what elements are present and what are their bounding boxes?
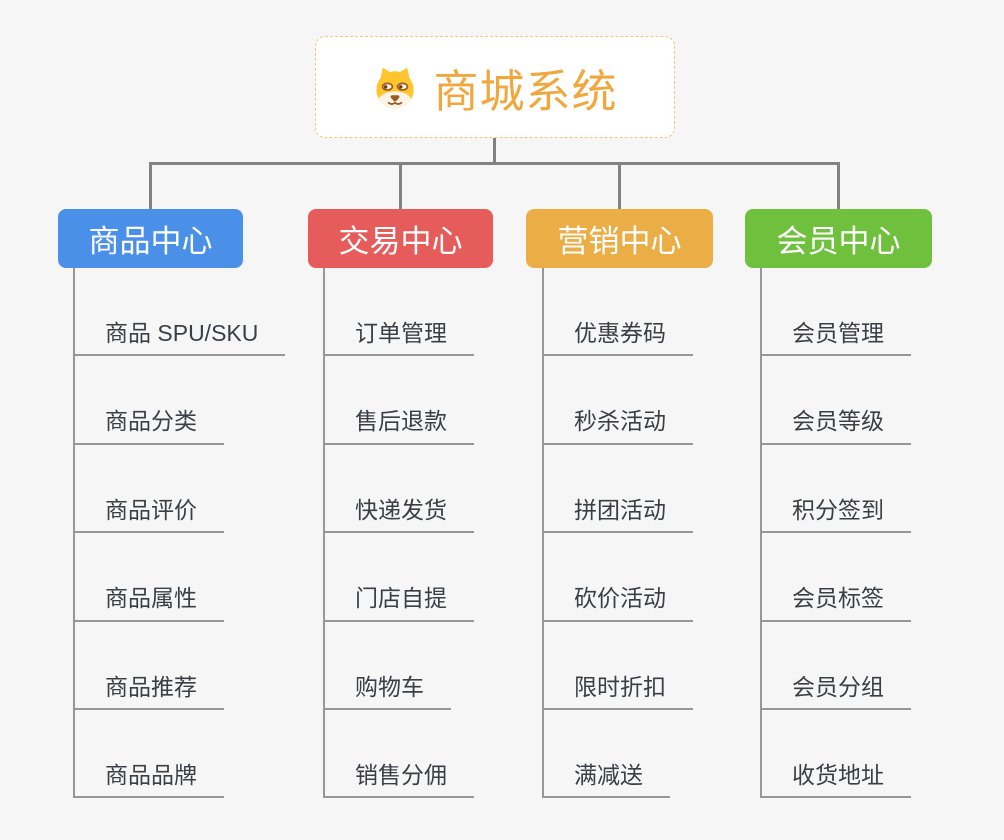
connector-drop-trade-center	[399, 162, 402, 210]
node-item-label: 商品分类	[75, 408, 224, 445]
node-item-label: 门店自提	[325, 585, 474, 622]
branch-header-label: 商品中心	[88, 224, 213, 259]
node-item-label: 商品 SPU/SKU	[75, 320, 286, 357]
node-item[interactable]: 会员等级	[762, 356, 911, 445]
node-item[interactable]: 订单管理	[325, 268, 474, 357]
node-item[interactable]: 收货地址	[762, 710, 911, 799]
node-item-label: 积分签到	[762, 497, 911, 534]
node-item[interactable]: 商品品牌	[75, 710, 285, 799]
node-item[interactable]: 商品 SPU/SKU	[75, 268, 286, 357]
node-item-label: 秒杀活动	[544, 408, 693, 445]
node-item[interactable]: 会员分组	[762, 622, 911, 710]
branch-header-label: 交易中心	[338, 224, 463, 259]
branch-header-marketing-center[interactable]: 营销中心	[526, 209, 713, 268]
node-item-label: 快递发货	[325, 497, 474, 534]
root-title: 商城系统	[433, 65, 618, 117]
branch-list-product-center: 商品 SPU/SKU 商品分类 商品评价 商品属性 商品推荐 商品品牌	[73, 268, 286, 799]
node-item[interactable]: 积分签到	[762, 445, 911, 534]
branch-header-product-center[interactable]: 商品中心	[58, 209, 243, 268]
node-item-label: 收货地址	[762, 762, 911, 799]
branch-list-trade-center: 订单管理 售后退款 快递发货 门店自提 购物车 销售分佣	[323, 268, 474, 799]
node-item[interactable]: 限时折扣	[544, 622, 693, 710]
node-item[interactable]: 优惠券码	[544, 268, 693, 357]
node-item[interactable]: 满减送	[544, 710, 693, 799]
node-item-label: 会员管理	[762, 320, 911, 357]
node-item-label: 会员标签	[762, 585, 911, 622]
node-item-label: 砍价活动	[544, 585, 693, 622]
branch-header-label: 会员中心	[776, 224, 901, 259]
connector-drop-member-center	[837, 162, 840, 210]
node-item-label: 商品属性	[75, 585, 224, 622]
node-item[interactable]: 拼团活动	[544, 445, 693, 534]
node-item[interactable]: 会员管理	[762, 268, 911, 357]
root-node[interactable]: 商城系统	[315, 36, 675, 138]
node-item[interactable]: 售后退款	[325, 356, 474, 445]
node-item-label: 限时折扣	[544, 674, 693, 710]
connector-horizontal	[149, 162, 840, 165]
node-item[interactable]: 快递发货	[325, 445, 474, 534]
branch-header-trade-center[interactable]: 交易中心	[308, 209, 493, 268]
node-item-label: 拼团活动	[544, 497, 693, 534]
node-item-label: 商品品牌	[75, 762, 224, 799]
node-item-label: 售后退款	[325, 408, 474, 445]
node-item-label: 订单管理	[325, 320, 474, 357]
branch-header-label: 营销中心	[557, 224, 682, 259]
node-item-label: 会员等级	[762, 408, 911, 445]
connector-drop-marketing-center	[618, 162, 621, 210]
dog-face-icon	[376, 67, 415, 109]
branch-list-member-center: 会员管理 会员等级 积分签到 会员标签 会员分组 收货地址	[760, 268, 911, 799]
node-item-label: 优惠券码	[544, 320, 693, 357]
node-item-label: 会员分组	[762, 674, 911, 710]
branch-header-member-center[interactable]: 会员中心	[745, 209, 932, 268]
node-item[interactable]: 门店自提	[325, 533, 474, 622]
node-item[interactable]: 购物车	[325, 622, 474, 710]
node-item-label: 商品评价	[75, 497, 224, 534]
node-item-label: 满减送	[544, 762, 670, 799]
connector-drop-product-center	[149, 162, 152, 210]
node-item-label: 商品推荐	[75, 674, 224, 710]
node-item[interactable]: 商品分类	[75, 356, 285, 445]
node-item-label: 销售分佣	[325, 762, 474, 799]
node-item[interactable]: 商品评价	[75, 445, 285, 534]
node-item-label: 购物车	[325, 674, 451, 710]
node-item[interactable]: 商品推荐	[75, 622, 285, 710]
node-item[interactable]: 销售分佣	[325, 710, 474, 799]
connector-root-drop	[493, 137, 496, 164]
node-item[interactable]: 会员标签	[762, 533, 911, 622]
branch-list-marketing-center: 优惠券码 秒杀活动 拼团活动 砍价活动 限时折扣 满减送	[542, 268, 693, 799]
node-item[interactable]: 商品属性	[75, 533, 285, 622]
node-item[interactable]: 秒杀活动	[544, 356, 693, 445]
node-item[interactable]: 砍价活动	[544, 533, 693, 622]
